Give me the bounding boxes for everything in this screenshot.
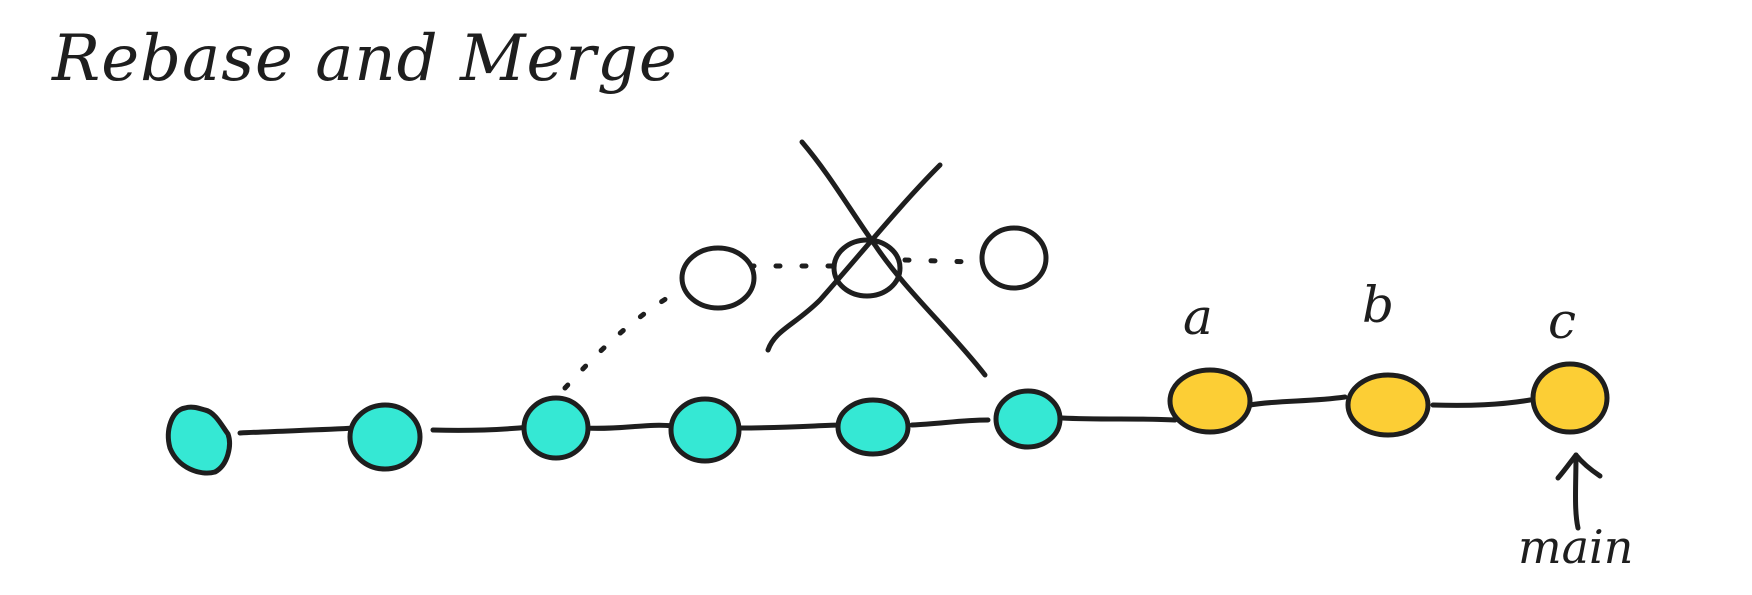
abandoned-commit-1 bbox=[679, 245, 757, 311]
edge-3-4 bbox=[582, 422, 675, 431]
commit-b-label: b bbox=[1362, 276, 1395, 334]
edge-6-a bbox=[1059, 415, 1178, 423]
edge-a-b bbox=[1247, 394, 1348, 408]
edge-1-2 bbox=[237, 425, 358, 436]
branch-main-label: main bbox=[1518, 520, 1634, 574]
commit-5 bbox=[835, 397, 911, 457]
commit-b bbox=[1345, 372, 1431, 438]
commit-a-label: a bbox=[1183, 288, 1213, 346]
commit-c bbox=[1530, 361, 1610, 435]
abandoned-commit-3 bbox=[979, 225, 1049, 291]
edge-b-c bbox=[1430, 397, 1533, 408]
commit-4 bbox=[668, 396, 742, 464]
main-pointer-arrow bbox=[1573, 452, 1581, 531]
commit-2 bbox=[347, 402, 423, 472]
commit-6 bbox=[993, 388, 1063, 450]
edge-4-5 bbox=[737, 422, 841, 431]
main-pointer-arrowhead bbox=[1555, 452, 1603, 481]
dotted-branch bbox=[562, 287, 683, 391]
dotted-branch-3 bbox=[902, 257, 978, 265]
edge-2-3 bbox=[430, 424, 533, 433]
commit-3 bbox=[521, 395, 591, 461]
commit-c-label: c bbox=[1548, 292, 1577, 350]
commit-a bbox=[1167, 367, 1253, 435]
cross-stroke-1 bbox=[799, 139, 988, 378]
diagram-title: Rebase and Merge bbox=[52, 22, 678, 96]
edge-5-6 bbox=[909, 417, 991, 428]
cross-stroke-2 bbox=[765, 162, 943, 353]
commit-1 bbox=[165, 404, 232, 476]
